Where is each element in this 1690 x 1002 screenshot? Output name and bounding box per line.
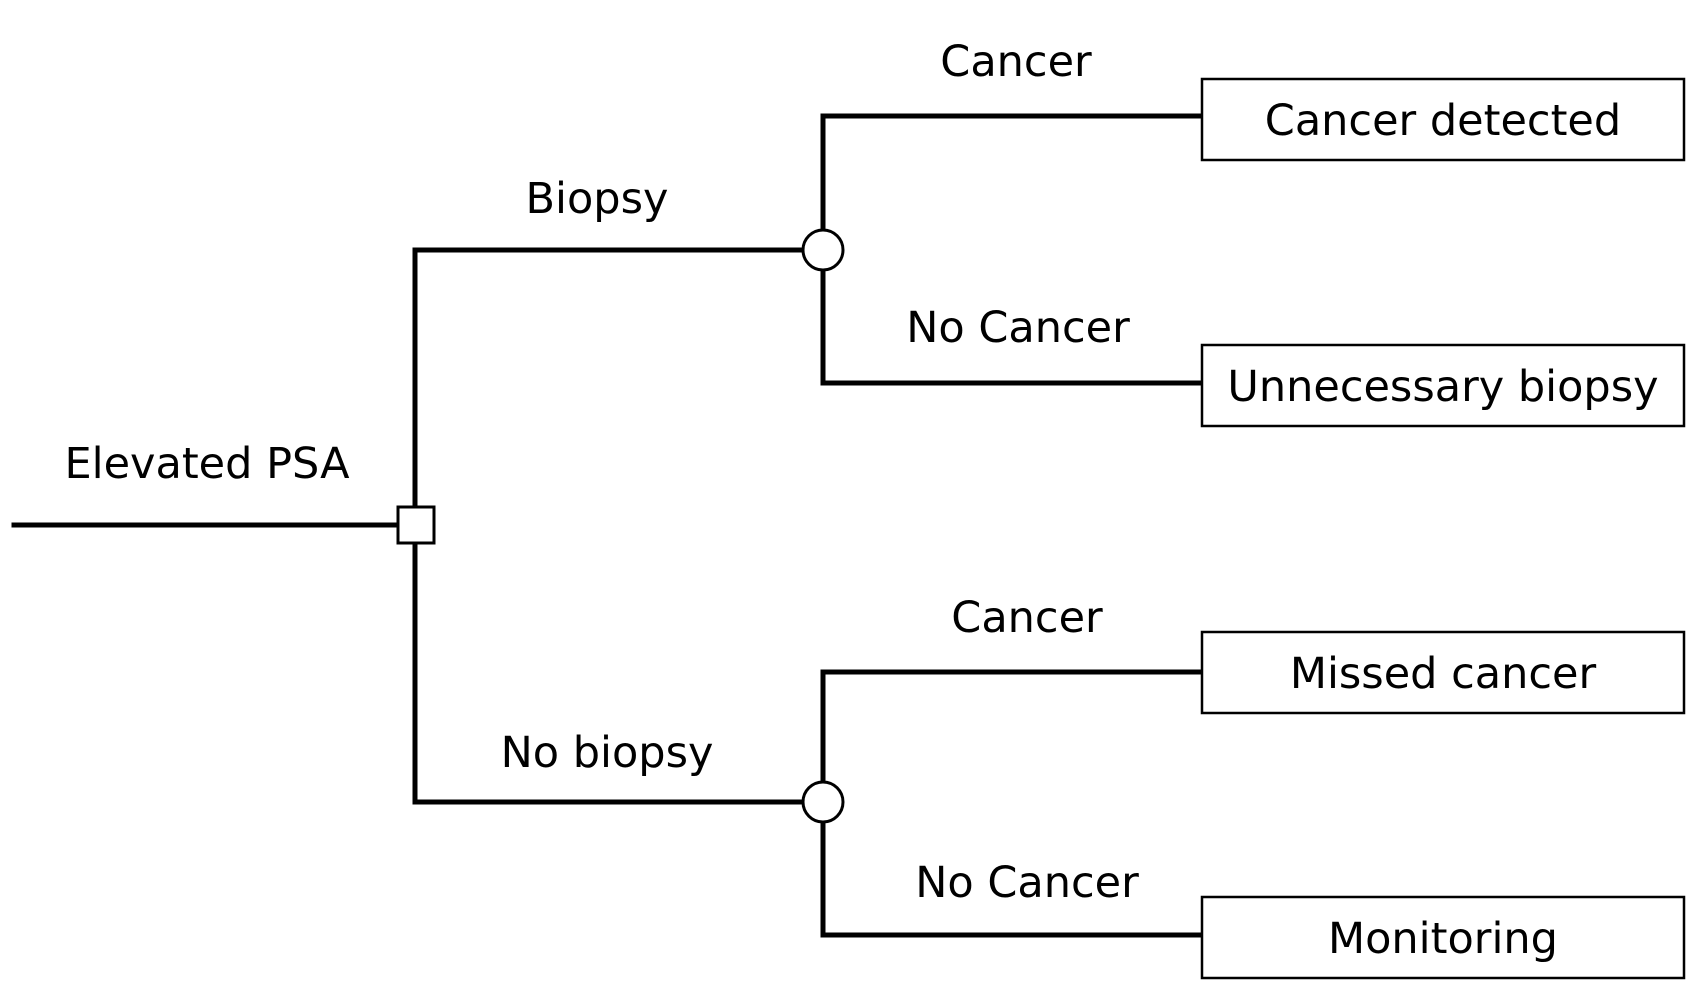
outcome-box-unnecessary-biopsy <box>1200 343 1686 428</box>
decision-label-no-biopsy: No biopsy <box>501 728 714 778</box>
branch-label-biopsy-cancer: Cancer <box>940 37 1092 87</box>
decision-label-biopsy: Biopsy <box>526 174 669 224</box>
outcome-box-cancer-detected <box>1200 77 1686 162</box>
decision-node-square <box>396 505 436 545</box>
outcome-box-monitoring <box>1200 895 1686 980</box>
branch-label-biopsy-no-cancer: No Cancer <box>906 303 1130 353</box>
chance-node-biopsy <box>801 228 845 272</box>
branch-label-no-biopsy-cancer: Cancer <box>951 593 1103 643</box>
root-label: Elevated PSA <box>64 439 350 489</box>
outcome-box-missed-cancer <box>1200 630 1686 715</box>
outcome-label-monitoring: Monitoring <box>1328 914 1558 964</box>
outcome-label-missed-cancer: Missed cancer <box>1290 649 1597 699</box>
chance-node-no-biopsy <box>801 780 845 824</box>
outcome-label-cancer-detected: Cancer detected <box>1265 96 1621 146</box>
branch-label-no-biopsy-no-cancer: No Cancer <box>915 858 1139 908</box>
outcome-label-unnecessary-biopsy: Unnecessary biopsy <box>1227 362 1658 412</box>
